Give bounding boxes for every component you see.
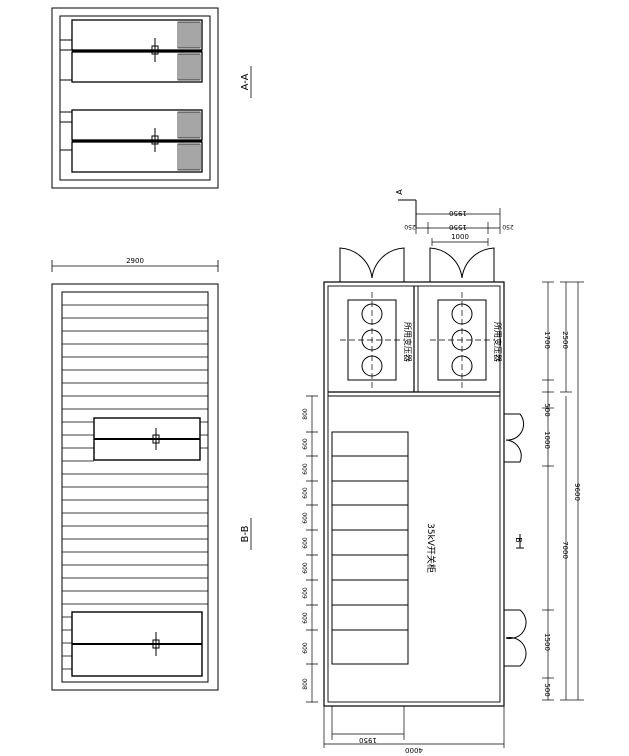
dim-r-1500: 1500 (543, 633, 551, 651)
dim-left-800-top: 800 (302, 408, 309, 420)
dim-r-2500: 2500 (561, 331, 569, 349)
transformer-1-label: 所用变压器 (403, 322, 413, 362)
aa-cabinet-4 (71, 141, 203, 173)
aa-wall-rails (60, 39, 72, 151)
dim-left-600-3: 600 (302, 487, 309, 499)
aa-section-label: A-A (240, 73, 251, 90)
bb-cable-trays (62, 304, 208, 670)
dim-bottom-4000: 4000 (405, 746, 423, 754)
dim-r-1000: 1000 (543, 431, 551, 449)
dim-bottom-1950: 1950 (359, 736, 377, 744)
top-doors (339, 247, 495, 282)
aa-cabinet-2 (71, 51, 203, 83)
dim-r-7000: 7000 (561, 541, 569, 559)
right-doors (504, 413, 527, 667)
dim-left-600-1: 600 (302, 438, 309, 450)
dim-left-600-4: 600 (302, 512, 309, 524)
dim-r-500b: 500 (543, 683, 551, 696)
dim-left-600-7: 600 (302, 587, 309, 599)
switchgear-label: 35kV开关柜 (425, 523, 437, 573)
transformer-1 (340, 292, 404, 388)
dim-left-600-6: 600 (302, 562, 309, 574)
aa-cabinet-3 (71, 109, 203, 141)
dim-left-600-5: 600 (302, 537, 309, 549)
right-dimensions (542, 281, 584, 701)
aa-radiator-fins (177, 21, 201, 171)
aa-cabinet-1 (71, 19, 203, 51)
dim-top-mid: 1550 (449, 223, 467, 231)
left-dimensions (306, 395, 318, 703)
bb-width-dimension (51, 260, 219, 272)
switchgear-rows (331, 431, 409, 665)
bb-center-marks (148, 428, 166, 656)
aa-inner-frame (59, 15, 211, 181)
bb-width-text: 2900 (126, 257, 144, 265)
plan-outer-wall (323, 281, 505, 707)
bb-outer-frame (51, 283, 219, 691)
section-arrow-b (516, 534, 524, 549)
dim-left-600-2: 600 (302, 463, 309, 475)
section-aa (51, 7, 219, 189)
section-arrow-b-label: B (514, 537, 523, 543)
transformer-2 (430, 292, 494, 388)
dim-r-1700: 1700 (543, 331, 551, 349)
section-arrow-a-label: A (395, 189, 404, 195)
dim-r-500a: 500 (543, 403, 551, 416)
transformer-2-label: 所用变压器 (493, 322, 503, 362)
aa-center-marks (148, 38, 164, 152)
dim-door-width: 1000 (451, 233, 469, 241)
dim-left-600-8: 600 (302, 612, 309, 624)
dim-top-left: 250 (404, 223, 416, 230)
dim-left-800-bot: 800 (302, 678, 309, 690)
dim-top-total: 1950 (449, 209, 467, 217)
section-bb (51, 283, 219, 691)
dim-left-600-9: 600 (302, 642, 309, 654)
bottom-dimensions (323, 706, 505, 748)
dim-r-9600: 9600 (573, 483, 581, 501)
dim-top-right: 250 (502, 223, 514, 230)
aa-outer-frame (51, 7, 219, 189)
bb-section-label: B-B (240, 525, 251, 542)
plan-building (323, 281, 505, 707)
top-dimensions (415, 208, 501, 246)
